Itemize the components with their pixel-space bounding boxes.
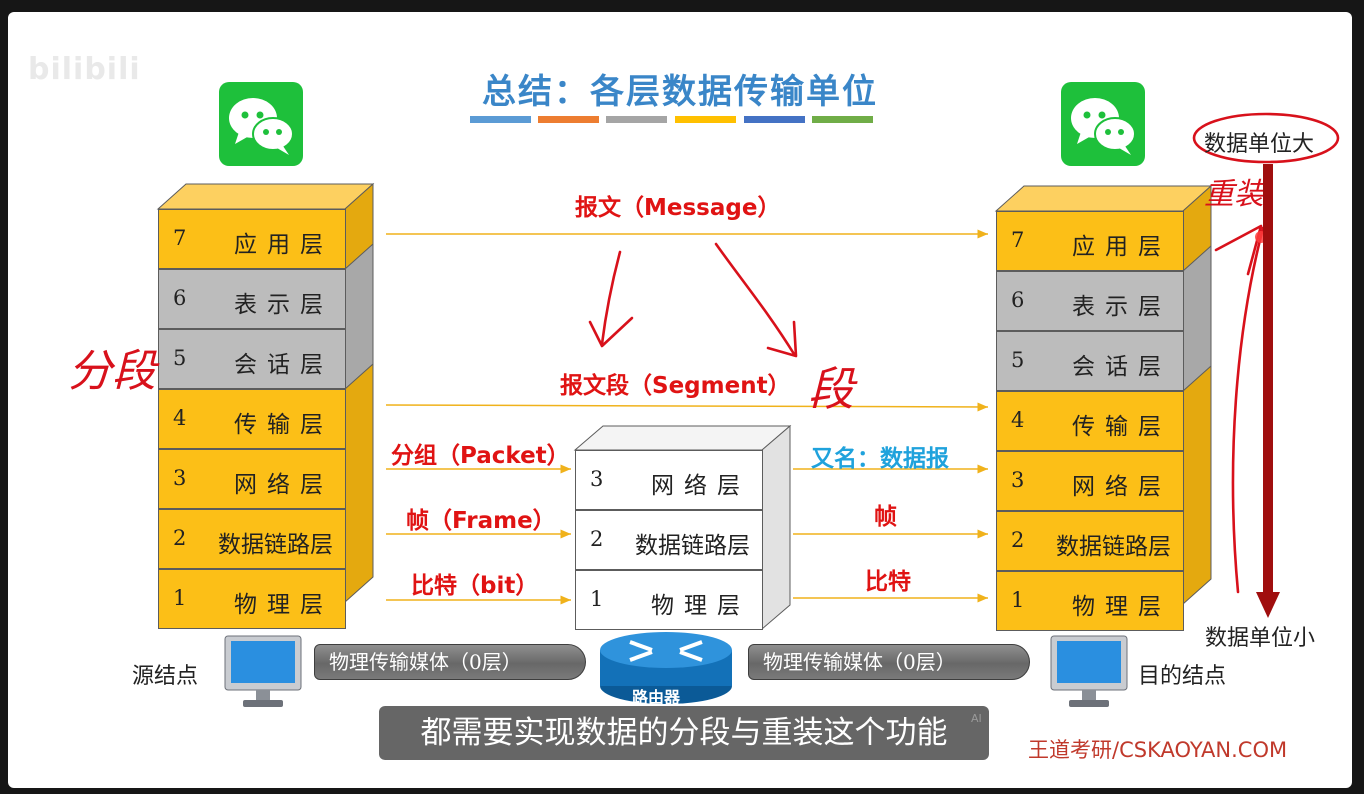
handwritten-circle: [1192, 112, 1340, 164]
layer-number: 7: [1011, 228, 1025, 252]
bilibili-watermark: bilibili: [28, 52, 141, 87]
layer-name: 物理层: [651, 593, 750, 619]
layer-number: 1: [1011, 588, 1025, 612]
handwriting-layer: 分段 段 重装: [68, 112, 1340, 594]
layer-name: 表示层: [1072, 294, 1171, 320]
wechat-icon: [219, 82, 303, 166]
source-node-label: 源结点: [132, 664, 199, 689]
dest-layer-4: 4 传输层: [996, 391, 1184, 451]
layer-number: 5: [1011, 348, 1025, 372]
layer-number: 4: [1011, 408, 1025, 432]
router-label: 路由器: [632, 688, 681, 707]
dest-layer-2: 2 数据链路层: [996, 511, 1184, 571]
layer-name: 应用层: [1072, 234, 1171, 260]
layer-number: 1: [173, 586, 187, 610]
handwritten-arrow-up: [1231, 226, 1265, 594]
datagram-alias-label: 又名：数据报: [811, 446, 949, 472]
layer-number: 6: [1011, 288, 1025, 312]
source-layer-1: 1 物理层: [158, 569, 346, 629]
router-layer-1: 1 物理层: [575, 570, 763, 630]
title-stripe: [812, 116, 873, 123]
layer-name: 会话层: [234, 352, 333, 378]
bit-label: 比特（bit）: [411, 573, 539, 599]
layer-name: 表示层: [234, 292, 333, 318]
layer-name: 传输层: [234, 412, 333, 438]
source-layer-2: 2 数据链路层: [158, 509, 346, 569]
brand-footer: 王道考研/CSKAOYAN.COM: [1028, 738, 1288, 762]
layer-name: 物理层: [1072, 594, 1171, 620]
router-icon: [600, 632, 732, 704]
bit-right-label: 比特: [865, 569, 911, 595]
slide: bilibili 总结：各层数据传输单位: [8, 12, 1352, 788]
dest-layer-3: 3 网络层: [996, 451, 1184, 511]
video-subtitle: 都需要实现数据的分段与重装这个功能: [379, 706, 989, 760]
router-layer-3: 3 网络层: [575, 450, 763, 510]
layer-name: 网络层: [1072, 474, 1171, 500]
dest-layer-6: 6 表示层: [996, 271, 1184, 331]
layer-number: 1: [590, 587, 604, 611]
handwritten-arrow-down: [714, 242, 796, 356]
layer-number: 3: [590, 467, 604, 491]
slide-title: 总结：各层数据传输单位: [482, 72, 878, 112]
layer-name: 数据链路层: [1056, 534, 1171, 560]
message-label: 报文（Message）: [575, 195, 781, 221]
handwritten-note: 分段: [68, 346, 160, 397]
layer-number: 4: [173, 406, 187, 430]
source-computer-icon: [224, 635, 302, 707]
layer-number: 2: [590, 527, 604, 551]
layer-number: 2: [173, 526, 187, 550]
source-layer-6: 6 表示层: [158, 269, 346, 329]
handwritten-note: 段: [808, 362, 858, 416]
segment-arrow: [385, 402, 989, 412]
layer-name: 应用层: [234, 232, 333, 258]
layer-name: 物理层: [234, 592, 333, 618]
dest-layer-7: 7 应用层: [996, 211, 1184, 271]
packet-label: 分组（Packet）: [391, 443, 570, 469]
source-layer-7: 7 应用层: [158, 209, 346, 269]
ai-badge: AI: [971, 712, 982, 725]
title-stripe: [470, 116, 531, 123]
stack-depth-faces: [156, 182, 1213, 631]
source-layer-3: 3 网络层: [158, 449, 346, 509]
layer-number: 3: [1011, 468, 1025, 492]
handwritten-note: 重装: [1204, 177, 1268, 212]
dest-node-label: 目的结点: [1138, 664, 1227, 689]
scale-top-label: 数据单位大: [1204, 132, 1315, 157]
dest-layer-1: 1 物理层: [996, 571, 1184, 631]
layer-number: 6: [173, 286, 187, 310]
title-stripe: [675, 116, 736, 123]
scale-bottom-label: 数据单位小: [1205, 626, 1316, 651]
wechat-icon: [1061, 82, 1145, 166]
router-layer-2: 2 数据链路层: [575, 510, 763, 570]
arrows-layer: [385, 229, 989, 605]
title-stripe: [744, 116, 805, 123]
frame-right-label: 帧: [874, 504, 897, 530]
layer-name: 网络层: [651, 473, 750, 499]
layer-name: 传输层: [1072, 414, 1171, 440]
layer-name: 数据链路层: [218, 532, 333, 558]
layer-number: 7: [173, 226, 187, 250]
physical-media-right: 物理传输媒体（0层）: [748, 644, 1030, 680]
title-stripes: [470, 116, 890, 124]
source-layer-4: 4 传输层: [158, 389, 346, 449]
dest-computer-icon: [1050, 635, 1128, 707]
layer-number: 2: [1011, 528, 1025, 552]
layer-number: 5: [173, 346, 187, 370]
segment-label: 报文段（Segment）: [560, 373, 791, 399]
layer-name: 数据链路层: [635, 533, 750, 559]
layer-name: 会话层: [1072, 354, 1171, 380]
title-stripe: [606, 116, 667, 123]
frame-label: 帧（Frame）: [406, 508, 556, 534]
physical-media-left: 物理传输媒体（0层）: [314, 644, 586, 680]
layer-name: 网络层: [234, 472, 333, 498]
dest-layer-5: 5 会话层: [996, 331, 1184, 391]
scale-arrow: [1256, 164, 1280, 618]
source-layer-5: 5 会话层: [158, 329, 346, 389]
handwritten-arrow-down: [600, 250, 622, 346]
layer-number: 3: [173, 466, 187, 490]
title-stripe: [538, 116, 599, 123]
